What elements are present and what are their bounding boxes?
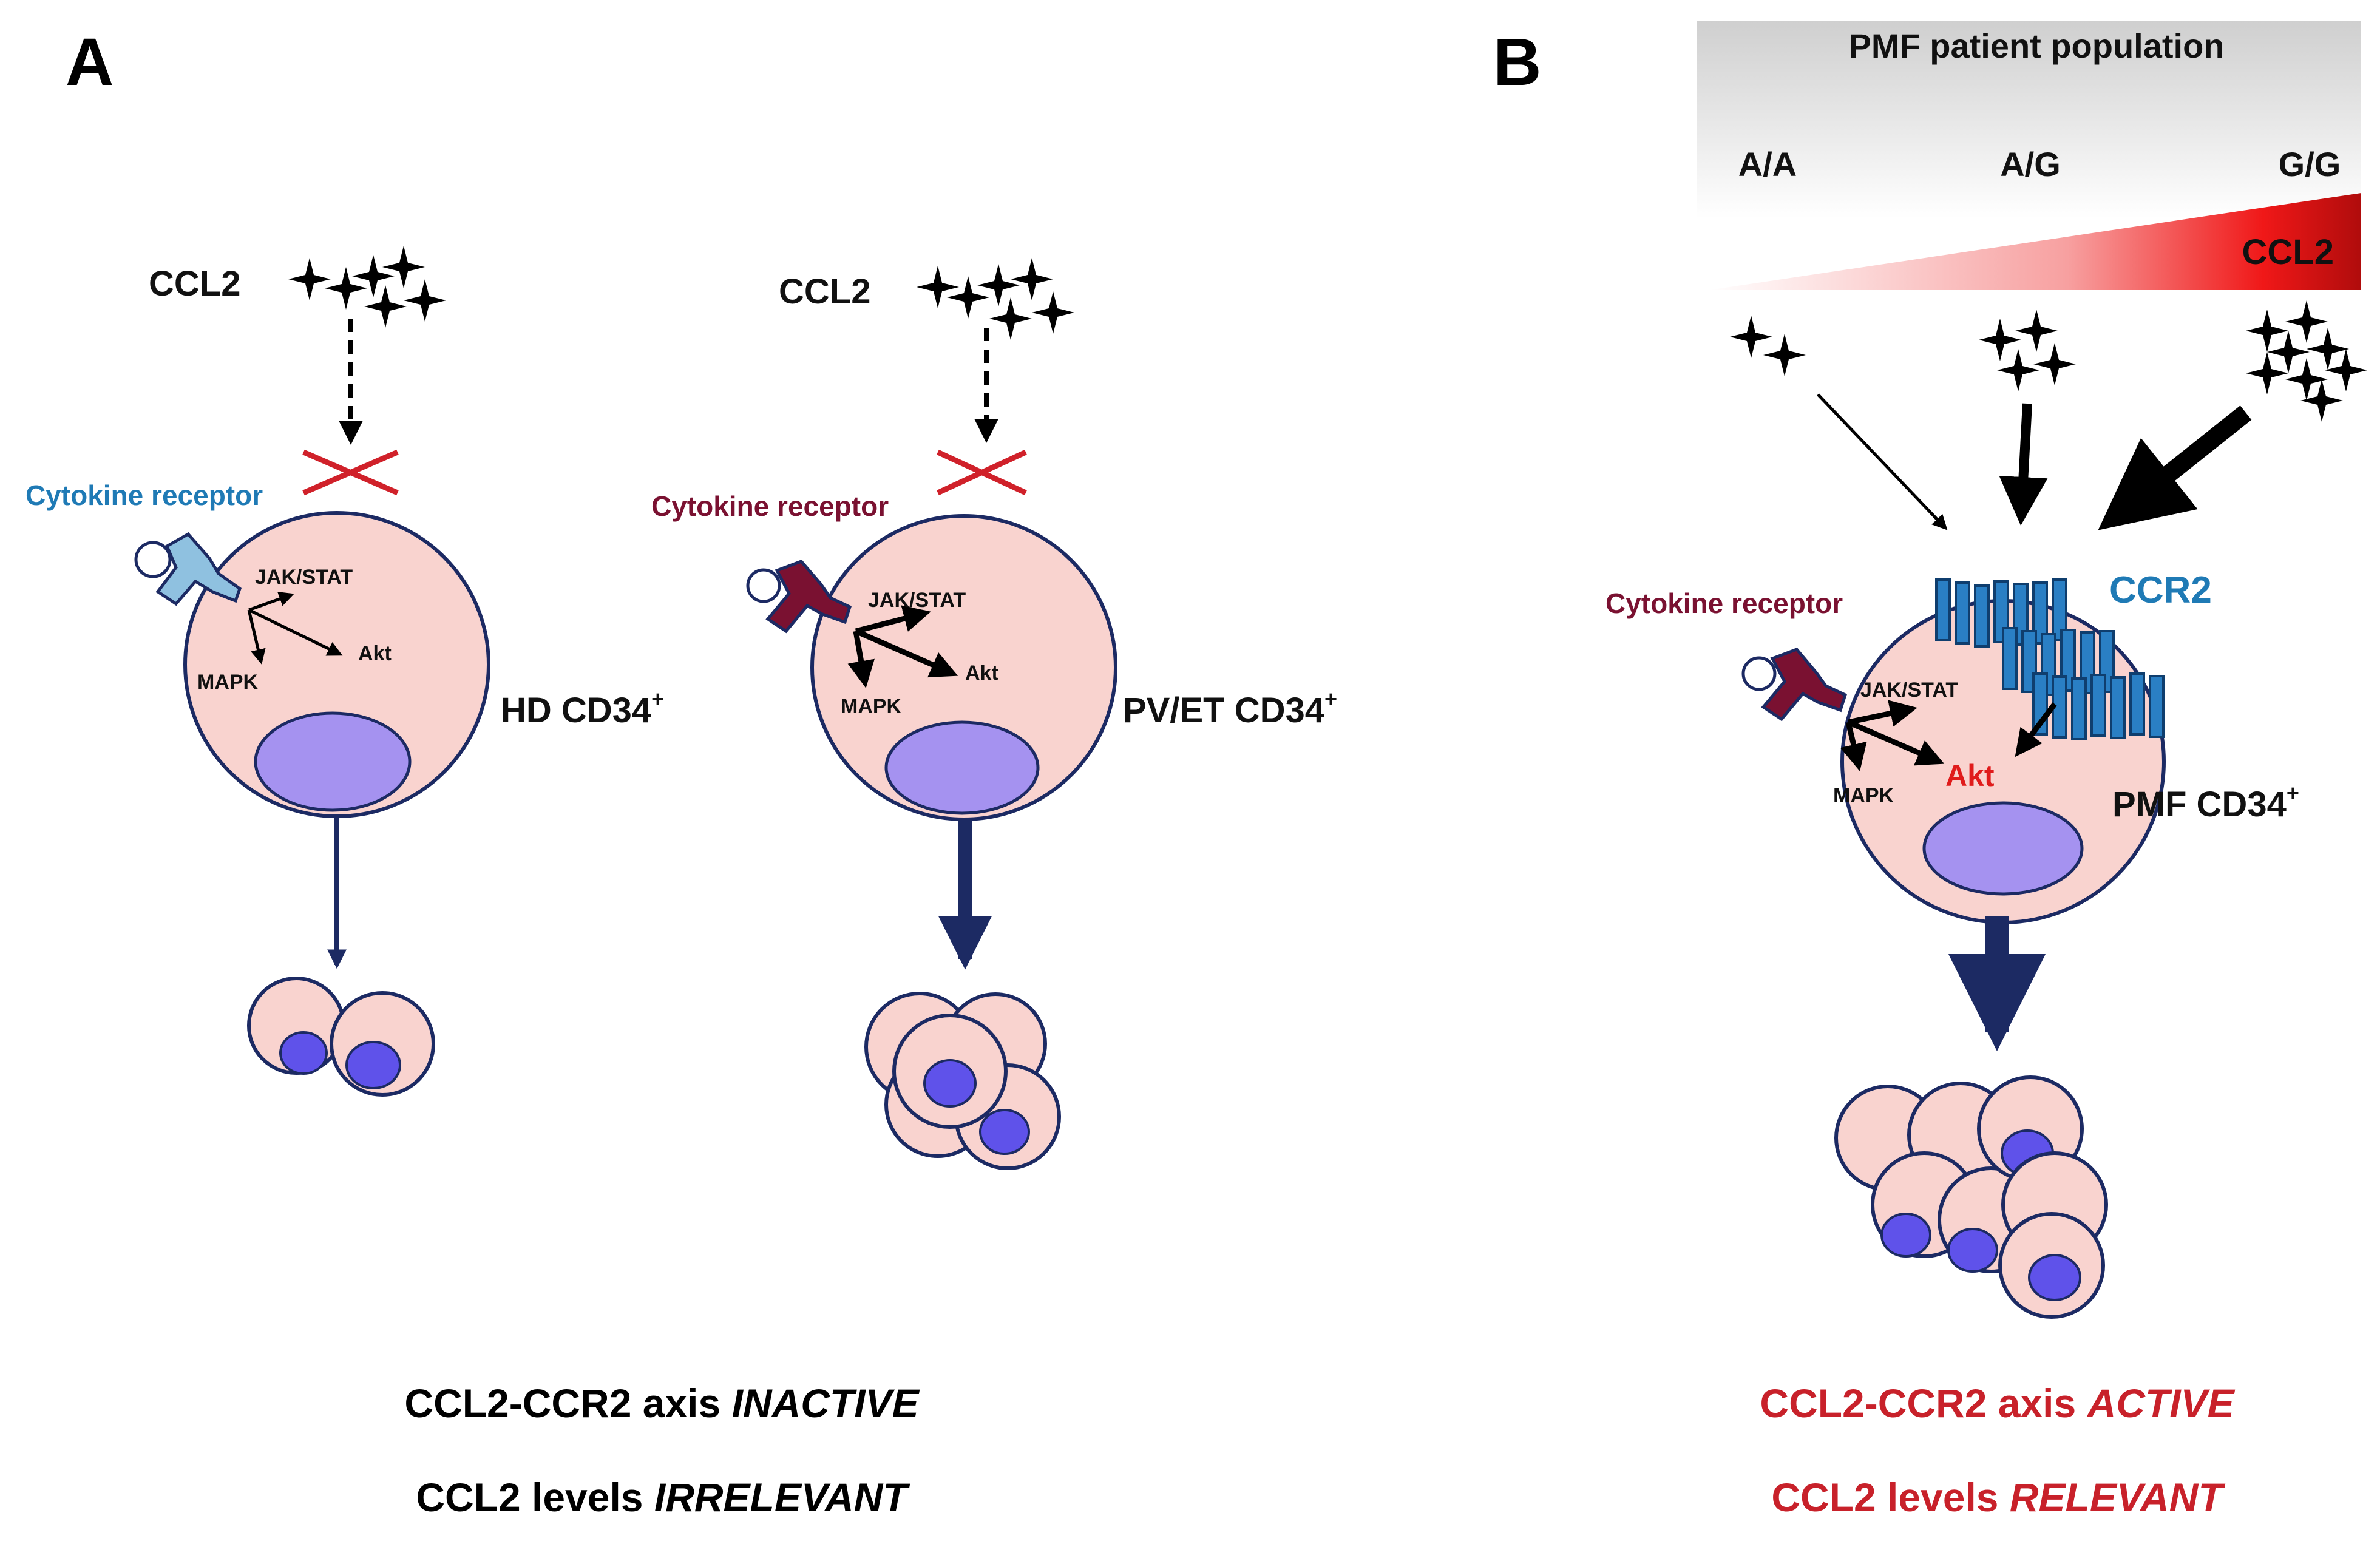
pmf-cell-label: PMF CD34+ [2112,780,2299,824]
pvet-nucleus [884,720,1040,815]
healthy-donor-group: CCL2 Cytokine receptor JAK/STAT Akt MAPK… [25,246,664,1097]
star-icon [2267,331,2310,373]
ccl2-stars-ag [1979,310,2076,391]
daughter-cells-pvet [864,992,1061,1170]
ccl2-arrow-aa [1817,393,1948,530]
ccr2-label: CCR2 [2109,569,2212,611]
pathway-arrow-mapk [247,609,266,665]
akt-label-hd: Akt [358,642,392,665]
daughter-cells-pmf [1834,1075,2108,1319]
pathway-arrow-jakstat [248,591,294,612]
ccl2-gradient-wedge [1709,193,2361,290]
cytokine-receptor-label-hd: Cytokine receptor [25,479,263,511]
star-icon [325,267,367,310]
cytokine-receptor-label-pvet: Cytokine receptor [651,490,889,522]
pv-et-group: CCL2 Cytokine receptor JAK/STAT Akt MAPK… [651,258,1337,1170]
pathway-arrow-jakstat [855,605,931,634]
pvet-cell-label: PV/ET CD34+ [1123,686,1337,730]
star-icon [288,258,331,300]
ccl2-arrow-ag [1999,403,2048,526]
star-icon [364,285,407,328]
pmf-group: PMF patient population A/A A/G G/G CCL2 [1605,21,2367,1319]
star-icon [989,297,1032,340]
ccl2-stars-gg [2246,300,2367,422]
pathway-arrow-akt [1847,719,1945,766]
star-icon [1979,319,2021,361]
pathway-arrow-akt [855,628,958,678]
star-icon [1011,258,1053,300]
star-icon [2015,310,2058,352]
jakstat-label-pvet: JAK/STAT [868,589,966,612]
footer-axis-active: CCL2-CCR2 axis ACTIVE [1760,1381,2235,1426]
ccl2-label-hd: CCL2 [149,264,240,303]
star-icon [2033,343,2076,385]
jakstat-label-pmf: JAK/STAT [1860,679,1958,702]
pathway-arrow-mapk [847,631,875,688]
hd-cell-label: HD CD34+ [501,686,664,730]
star-icon [382,246,425,288]
genotype-gg: G/G [2279,145,2341,183]
hd-nucleus [254,711,412,812]
star-icon [977,264,1020,306]
daughter-cells-hd [247,977,435,1097]
cytokine-receptor-icon [1741,648,1848,722]
population-header-box [1697,21,2361,218]
star-icon [2246,310,2288,352]
population-header: PMF patient population [1848,27,2224,65]
star-icon [404,279,446,322]
ccr2-receptor-icon [1935,578,2165,740]
star-icon [947,276,989,319]
ccl2-label-pvet: CCL2 [779,272,870,311]
akt-label-pvet: Akt [965,662,998,685]
jakstat-label-hd: JAK/STAT [255,566,353,589]
star-icon [352,255,395,297]
block-cross-icon [937,449,1027,496]
ccr2-to-akt-arrow [2015,702,2057,757]
pathway-arrow-mapk [1840,721,1867,771]
mapk-label-pvet: MAPK [841,695,902,718]
footer-levels-relevant: CCL2 levels RELEVANT [1771,1475,2225,1520]
cytokine-receptor-icon [134,532,242,606]
genotype-aa: A/A [1738,145,1797,183]
star-icon [1032,291,1074,334]
ccl2-stars-aa [1730,316,1806,376]
genotype-ag: A/G [2000,145,2061,183]
star-icon [1730,316,1772,358]
star-icon [2246,352,2288,394]
ccl2-stars-hd [288,246,446,328]
ccl2-gradient-label: CCL2 [2242,232,2334,272]
star-icon [1763,334,1806,376]
star-icon [2285,300,2328,343]
star-icon [1997,349,2039,391]
pmf-nucleus [1922,801,2084,896]
cytokine-receptor-label-pmf: Cytokine receptor [1605,587,1843,619]
pathway-arrow-jakstat [1848,700,1917,727]
star-icon [917,266,959,308]
cytokine-receptor-icon [746,560,852,634]
panel-label-a: A [66,25,114,100]
pathway-arrow-akt [248,608,343,656]
footer-axis-inactive: CCL2-CCR2 axis INACTIVE [404,1381,920,1426]
mapk-label-hd: MAPK [197,671,259,694]
block-cross-icon [302,449,399,496]
panel-label-b: B [1493,25,1541,100]
footer-levels-irrelevant: CCL2 levels IRRELEVANT [416,1475,910,1520]
ccl2-stars-pvet [917,258,1074,340]
akt-label-pmf: Akt [1945,759,1995,793]
ccl2-arrow-gg [2098,405,2252,530]
mapk-label-pmf: MAPK [1833,784,1894,807]
